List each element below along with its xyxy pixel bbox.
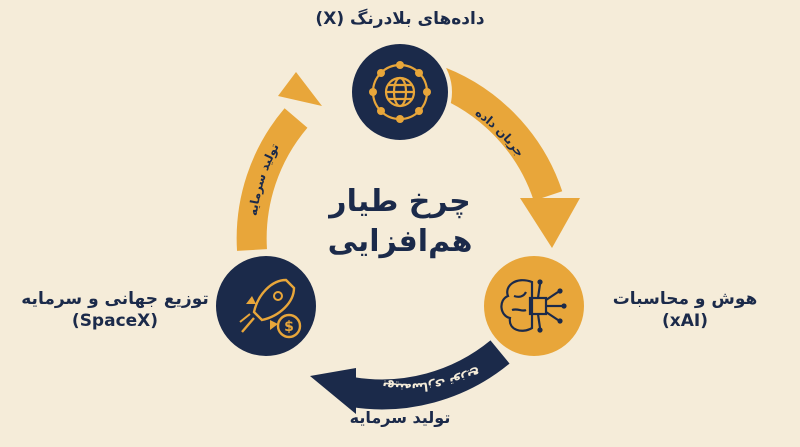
svg-text:$: $: [284, 319, 294, 335]
arrow-distribution-optimization: بهینه‌سازی توزیع: [310, 340, 510, 414]
title-line-1: چرخ طیار: [329, 184, 471, 219]
brain-circuit-icon: [500, 279, 567, 333]
diagram-title: چرخ طیار هم‌افزایی: [290, 182, 510, 262]
rocket-dollar-icon: $: [239, 278, 302, 339]
node-real-time-data: [348, 40, 452, 144]
node-distribution-capital: $: [212, 252, 320, 360]
node-label-real-time-data: داده‌های بلادرنگ (X): [315, 9, 485, 29]
bottom-caption: تولید سرمایه: [349, 408, 451, 427]
title-line-2: هم‌افزایی: [327, 224, 473, 259]
node-label-intelligence-compute: هوش و محاسبات (xAI): [612, 289, 758, 331]
node-intelligence-compute: [480, 252, 588, 360]
node-label-distribution-capital: توزیع جهانی و سرمایه (SpaceX): [21, 289, 209, 331]
globe-network-icon: [369, 61, 431, 123]
